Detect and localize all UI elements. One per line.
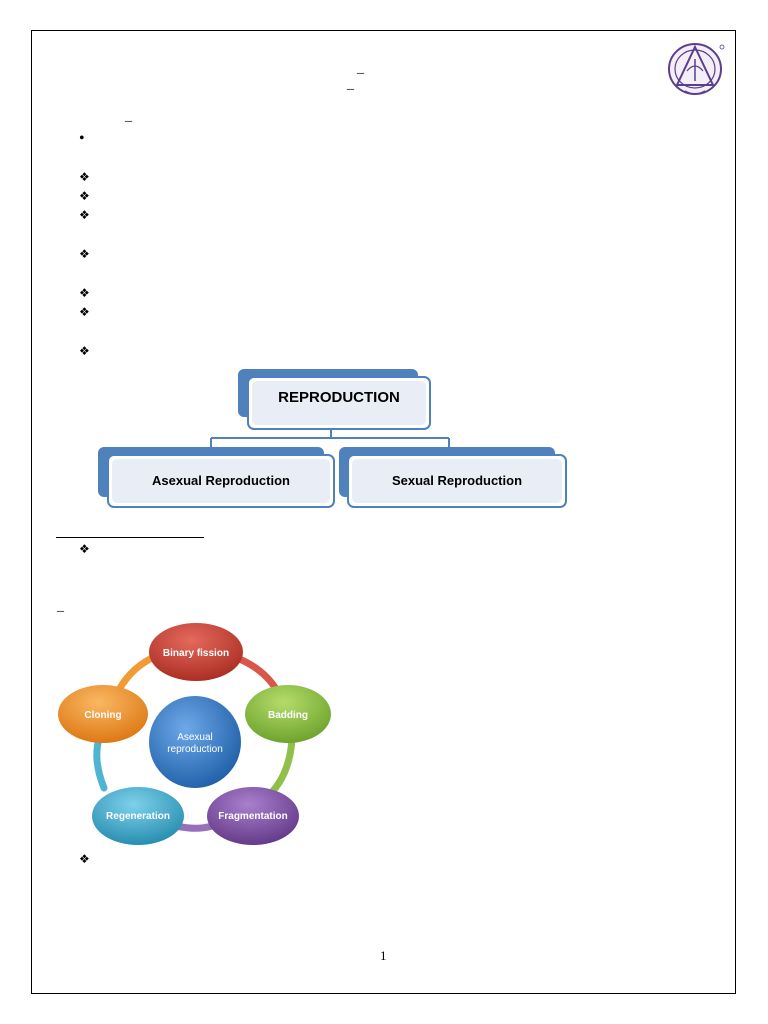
org-child-sexual-label: Sexual Reproduction (391, 472, 523, 488)
cycle-node-fragmentation (207, 787, 299, 845)
cycle-node-regeneration-label: Regeneration (106, 811, 170, 822)
org-child-sexual-box: Sexual Reproduction (347, 454, 567, 508)
cycle-center-label-line2: reproduction (167, 744, 223, 755)
diamond-bullet: ❖ (79, 344, 90, 358)
diamond-bullet: ❖ (79, 247, 90, 261)
asexual-reproduction-cycle-diagram: Asexual reproduction Binary fission Badd… (52, 618, 338, 850)
cycle-node-binary-fission-label: Binary fission (163, 648, 229, 659)
reproduction-org-chart: REPRODUCTION Asexual Reproduction Sexual… (95, 366, 575, 512)
org-child-asexual-label: Asexual Reproduction (152, 472, 290, 488)
institution-seal-logo (667, 41, 727, 97)
cycle-node-cloning (58, 685, 148, 743)
cycle-node-regeneration (92, 787, 184, 845)
cycle-diagram-svg: Asexual reproduction Binary fission Badd… (58, 623, 331, 845)
cycle-node-badding-label: Badding (268, 710, 308, 721)
title-mark-1: _ (357, 61, 364, 76)
cycle-node-badding (245, 685, 331, 743)
diamond-bullet: ❖ (79, 208, 90, 222)
title-mark-2: _ (347, 77, 354, 92)
page-border (31, 30, 736, 994)
diamond-bullet: ❖ (79, 542, 90, 556)
org-child-asexual-box: Asexual Reproduction (107, 454, 335, 508)
diamond-bullet: ❖ (79, 852, 90, 866)
org-chart-connectors (210, 428, 450, 448)
org-child-fill (352, 459, 562, 503)
diamond-bullet: ❖ (79, 170, 90, 184)
org-root-label: REPRODUCTION (278, 388, 400, 406)
seal-icon (668, 43, 725, 95)
cycle-center-label-line1: Asexual (177, 732, 213, 743)
round-bullet: • (79, 130, 85, 147)
heading-underline (56, 537, 204, 538)
cycle-node-fragmentation-label: Fragmentation (218, 811, 287, 822)
subheading-mark: _ (125, 109, 132, 124)
cycle-node-binary-fission (149, 623, 243, 681)
org-root-fill (252, 381, 426, 425)
diamond-bullet: ❖ (79, 305, 90, 319)
org-root-box: REPRODUCTION (247, 376, 431, 430)
diamond-bullet: ❖ (79, 189, 90, 203)
org-child-fill (112, 459, 330, 503)
diamond-bullet: ❖ (79, 286, 90, 300)
page-number: 1 (380, 948, 387, 963)
cycle-node-cloning-label: Cloning (84, 710, 121, 721)
cycle-center-node (149, 696, 241, 788)
section-mark: _ (57, 599, 64, 614)
